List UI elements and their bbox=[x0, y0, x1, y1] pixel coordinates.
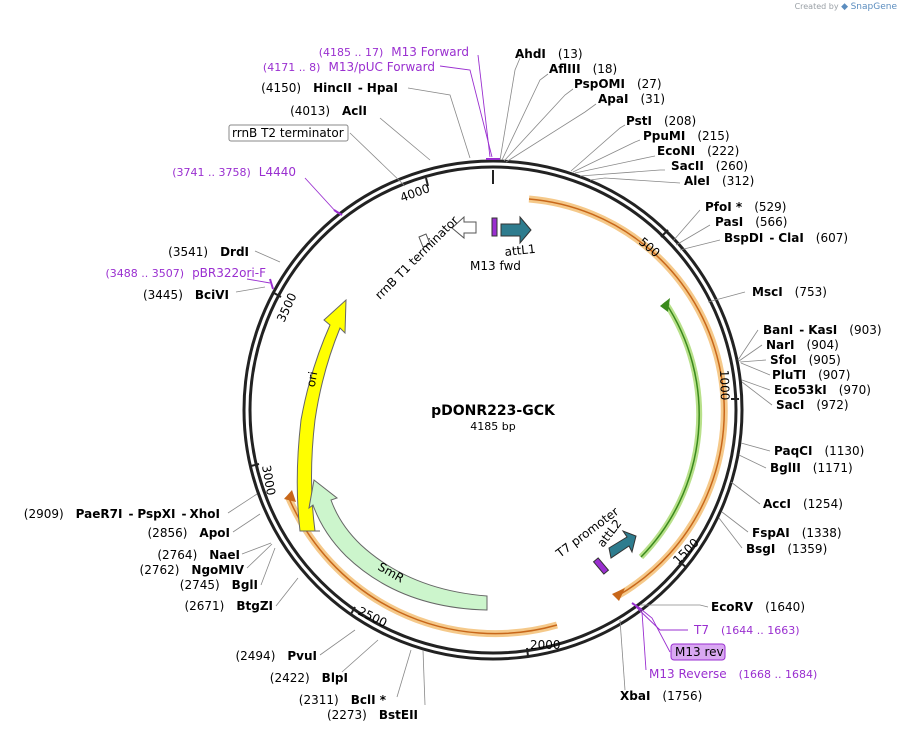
snapgene-logo-icon: ◆ bbox=[841, 2, 849, 12]
enzyme-blpi[interactable]: (2422)BlpI bbox=[270, 671, 348, 685]
backbone-outer bbox=[242, 159, 744, 661]
enzyme-pasi[interactable]: PasI(566) bbox=[715, 215, 787, 229]
primer-pbr322ori-f[interactable]: (3488 .. 3507)pBR322ori-F bbox=[106, 266, 267, 280]
enzyme-pspomi[interactable]: PspOMI(27) bbox=[574, 77, 662, 91]
enzyme-afliii[interactable]: AflIII(18) bbox=[549, 62, 617, 76]
enzyme-acli[interactable]: (4013)AclI bbox=[290, 104, 367, 118]
primer-l4440[interactable]: (3741 .. 3758)L4440 bbox=[172, 165, 296, 179]
orange-feature-arc-right-line bbox=[528, 198, 725, 596]
ori-label: ori bbox=[304, 370, 320, 388]
plasmid-name: pDONR223-GCK bbox=[431, 403, 556, 419]
enzyme-hincii-hpai[interactable]: (4150)HincII-HpaI bbox=[261, 81, 398, 95]
enzyme-bsgi[interactable]: BsgI(1359) bbox=[746, 542, 827, 556]
credit-brand: SnapGene bbox=[850, 2, 897, 12]
rrnb-t1-feature[interactable] bbox=[451, 215, 477, 240]
enzyme-apai[interactable]: ApaI(31) bbox=[598, 92, 665, 106]
attl1-label: attL1 bbox=[504, 242, 536, 259]
enzyme-sfoi[interactable]: SfoI(905) bbox=[770, 353, 841, 367]
enzyme-nari[interactable]: NarI(904) bbox=[766, 338, 839, 352]
enzyme-drdi[interactable]: (3541)DrdI bbox=[168, 245, 249, 259]
enzyme-sacii[interactable]: SacII(260) bbox=[671, 159, 748, 173]
tick-marks bbox=[250, 170, 739, 657]
enzyme-acci[interactable]: AccI(1254) bbox=[763, 497, 843, 511]
enzyme-xbai[interactable]: XbaI(1756) bbox=[620, 689, 702, 703]
attl1-feature[interactable] bbox=[500, 215, 532, 245]
enzyme-psti[interactable]: PstI(208) bbox=[626, 114, 696, 128]
t7-promoter-feature[interactable] bbox=[592, 557, 610, 575]
rrnb-t2-label-box bbox=[228, 124, 349, 142]
m13rev-label-box bbox=[670, 643, 726, 661]
enzyme-ahdi[interactable]: AhdI(13) bbox=[515, 47, 583, 61]
rrnb-t1-label: rrnB T1 terminator bbox=[372, 213, 461, 302]
plasmid-length: 4185 bp bbox=[470, 420, 515, 433]
enzyme-bcivi[interactable]: (3445)BciVI bbox=[143, 288, 229, 302]
enzyme-econi[interactable]: EcoNI(222) bbox=[657, 144, 739, 158]
enzyme-fspai[interactable]: FspAI(1338) bbox=[752, 526, 842, 540]
enzyme-apoi[interactable]: (2856)ApoI bbox=[148, 526, 231, 540]
primer-sites bbox=[269, 158, 643, 611]
enzyme-btgzi[interactable]: (2671)BtgZI bbox=[184, 599, 273, 613]
enzyme-ngomiv[interactable]: (2762)NgoMIV bbox=[140, 563, 245, 577]
snapgene-credit: Created by ◆ SnapGene bbox=[795, 2, 897, 12]
enzyme-bgli[interactable]: (2745)BglI bbox=[180, 578, 258, 592]
enzyme-bcli[interactable]: (2311)BclI * bbox=[299, 693, 387, 707]
m13rev-label[interactable]: M13 rev bbox=[675, 645, 724, 659]
enzyme-pfoi[interactable]: PfoI *(529) bbox=[705, 200, 786, 214]
orange-arc-right-head bbox=[612, 588, 625, 601]
tick-1000: 1000 bbox=[717, 370, 732, 401]
primer-m13-puc-forward[interactable]: (4171 .. 8)M13/pUC Forward bbox=[263, 60, 435, 74]
enzyme-pluti[interactable]: PluTI(907) bbox=[772, 368, 850, 382]
orange-arc-bottom-head bbox=[284, 490, 296, 502]
green-arc-head bbox=[660, 298, 670, 312]
primer-m13-reverse[interactable]: M13 Reverse(1668 .. 1684) bbox=[649, 667, 817, 681]
enzyme-bspdi-clai[interactable]: BspDI-ClaI(607) bbox=[724, 231, 848, 245]
enzyme-bsteii[interactable]: (2273)BstEII bbox=[327, 708, 418, 722]
rrnb-t1-small-feature[interactable] bbox=[418, 233, 431, 248]
orange-feature-arc-bottom-line bbox=[287, 495, 558, 635]
tick-3000: 3000 bbox=[259, 464, 278, 497]
smr-feature[interactable] bbox=[308, 479, 488, 611]
primer-leader-lines bbox=[246, 54, 688, 671]
enzyme-bani-kasi[interactable]: BanI-KasI(903) bbox=[763, 323, 882, 337]
primer-m13-forward[interactable]: (4185 .. 17)M13 Forward bbox=[319, 45, 469, 59]
enzyme-eco53ki[interactable]: Eco53kI(970) bbox=[774, 383, 871, 397]
m13fwd-feature[interactable] bbox=[491, 217, 498, 237]
enzyme-paqci[interactable]: PaqCI(1130) bbox=[774, 444, 864, 458]
m13fwd-label: M13 fwd bbox=[470, 259, 521, 273]
attl2-feature[interactable] bbox=[608, 529, 637, 559]
credit-prefix: Created by bbox=[794, 2, 839, 11]
enzyme-saci[interactable]: SacI(972) bbox=[776, 398, 849, 412]
enzyme-ppumi[interactable]: PpuMI(215) bbox=[643, 129, 730, 143]
enzyme-leader-lines bbox=[227, 57, 773, 706]
rrnb-t2-label[interactable]: rrnB T2 terminator bbox=[232, 126, 344, 140]
enzyme-paer7i-pspxi-xhoi[interactable]: (2909)PaeR7I-PspXI-XhoI bbox=[24, 507, 220, 521]
primer-t7[interactable]: T7(1644 .. 1663) bbox=[693, 623, 800, 637]
enzyme-ecorv[interactable]: EcoRV(1640) bbox=[711, 600, 805, 614]
enzyme-naei[interactable]: (2764)NaeI bbox=[157, 548, 240, 562]
backbone-inner bbox=[248, 165, 738, 655]
green-feature-arc-line bbox=[640, 301, 700, 558]
ori-feature[interactable] bbox=[296, 298, 347, 532]
enzyme-alei[interactable]: AleI(312) bbox=[684, 174, 754, 188]
enzyme-msci[interactable]: MscI(753) bbox=[752, 285, 827, 299]
tick-2000: 2000 bbox=[530, 638, 561, 652]
enzyme-bglii[interactable]: BglII(1171) bbox=[770, 461, 853, 475]
enzyme-pvui[interactable]: (2494)PvuI bbox=[235, 649, 317, 663]
